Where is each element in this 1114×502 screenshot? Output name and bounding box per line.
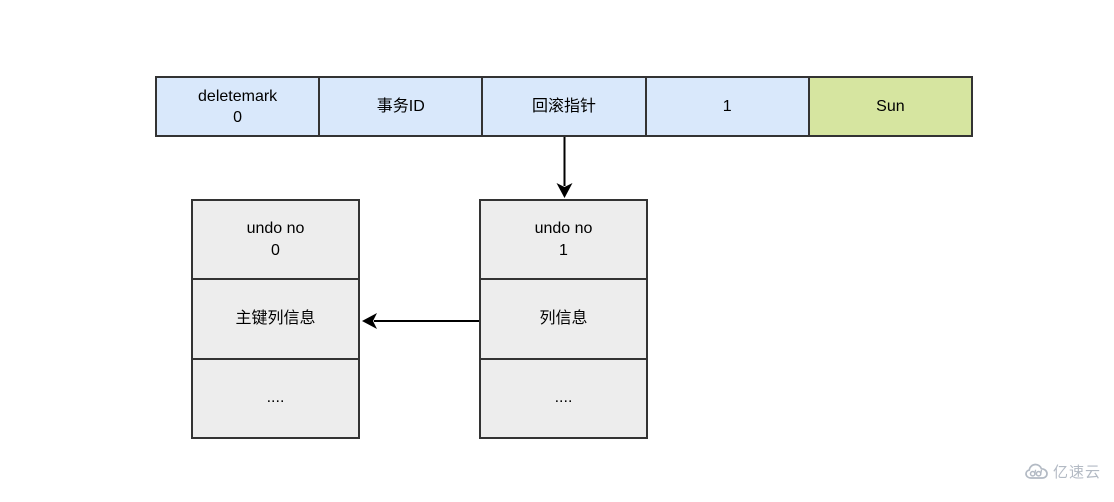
record-cell-transaction-id: 事务ID (320, 78, 484, 135)
undo-chain-left-arrow-icon (362, 313, 479, 329)
record-cell-rollback-pointer: 回滚指针 (483, 78, 647, 135)
record-cell-deletemark: deletemark 0 (157, 78, 321, 135)
record-row: deletemark 0 事务ID 回滚指针 1 Sun (155, 76, 973, 137)
undo-row-column-info: 列信息 (481, 280, 646, 360)
record-cell-value-1: 1 (646, 78, 810, 135)
record-cell-sun: Sun (809, 78, 972, 135)
undo-row-primary-key-info: 主键列信息 (193, 280, 358, 360)
rollback-pointer-down-arrow-icon (556, 137, 573, 198)
undo-row-no: undo no 0 (193, 201, 358, 281)
undo-row-ellipsis: .... (554, 389, 573, 407)
cloud-logo-icon (1025, 463, 1048, 479)
watermark-brand-label: 亿速云 (1053, 464, 1102, 481)
undo-row-no: undo no 1 (481, 201, 646, 281)
undo-log-box-left: undo no 0 主键列信息 .... (191, 199, 360, 439)
watermark: 亿速云 (1024, 461, 1101, 482)
undo-row-ellipsis: .... (266, 389, 285, 407)
undo-log-box-right: undo no 1 列信息 .... (479, 199, 648, 439)
